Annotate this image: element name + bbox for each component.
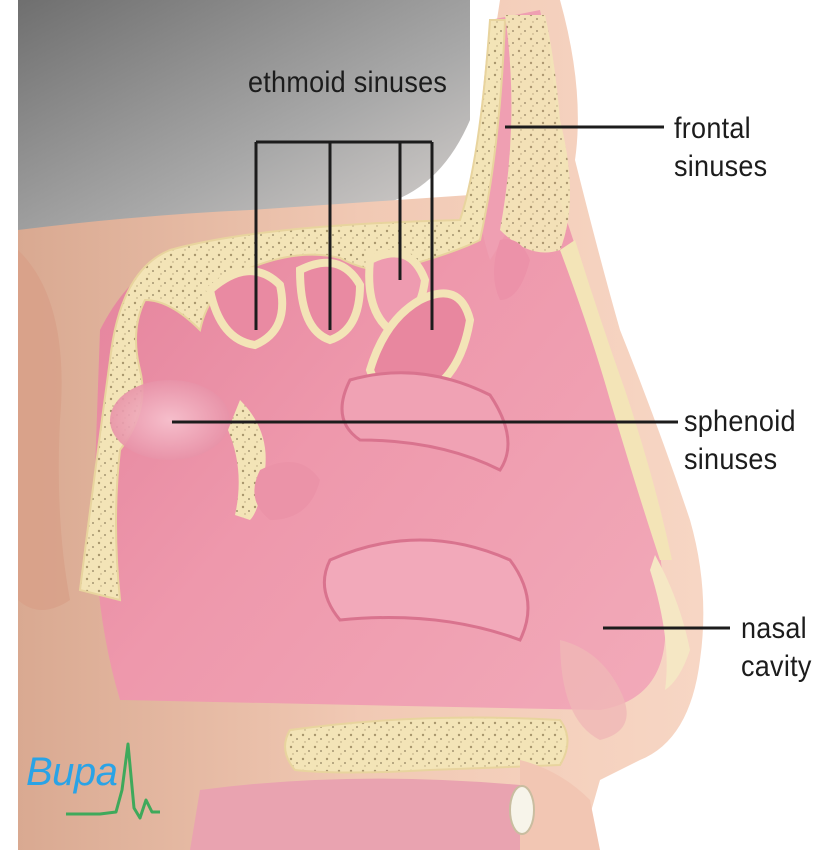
frontal-label-line-1: frontal: [674, 110, 767, 148]
lip-mucosa: [190, 779, 520, 850]
bupa-logo: Bupa: [26, 750, 117, 795]
ethmoid-sinuses-label: ethmoid sinuses: [248, 64, 447, 102]
sphenoid-label-line-1: sphenoid: [684, 403, 796, 441]
nasal-cavity-label: nasal cavity: [741, 610, 812, 685]
tooth: [510, 786, 534, 834]
frontal-label-line-2: sinuses: [674, 148, 767, 186]
sphenoid-sinuses-label: sphenoid sinuses: [684, 403, 796, 478]
sphenoid-sinus-cavity: [110, 380, 230, 460]
frontal-sinuses-label: frontal sinuses: [674, 110, 767, 185]
sphenoid-label-line-2: sinuses: [684, 441, 796, 479]
nasal-label-line-2: cavity: [741, 648, 812, 686]
nasal-label-line-1: nasal: [741, 610, 812, 648]
